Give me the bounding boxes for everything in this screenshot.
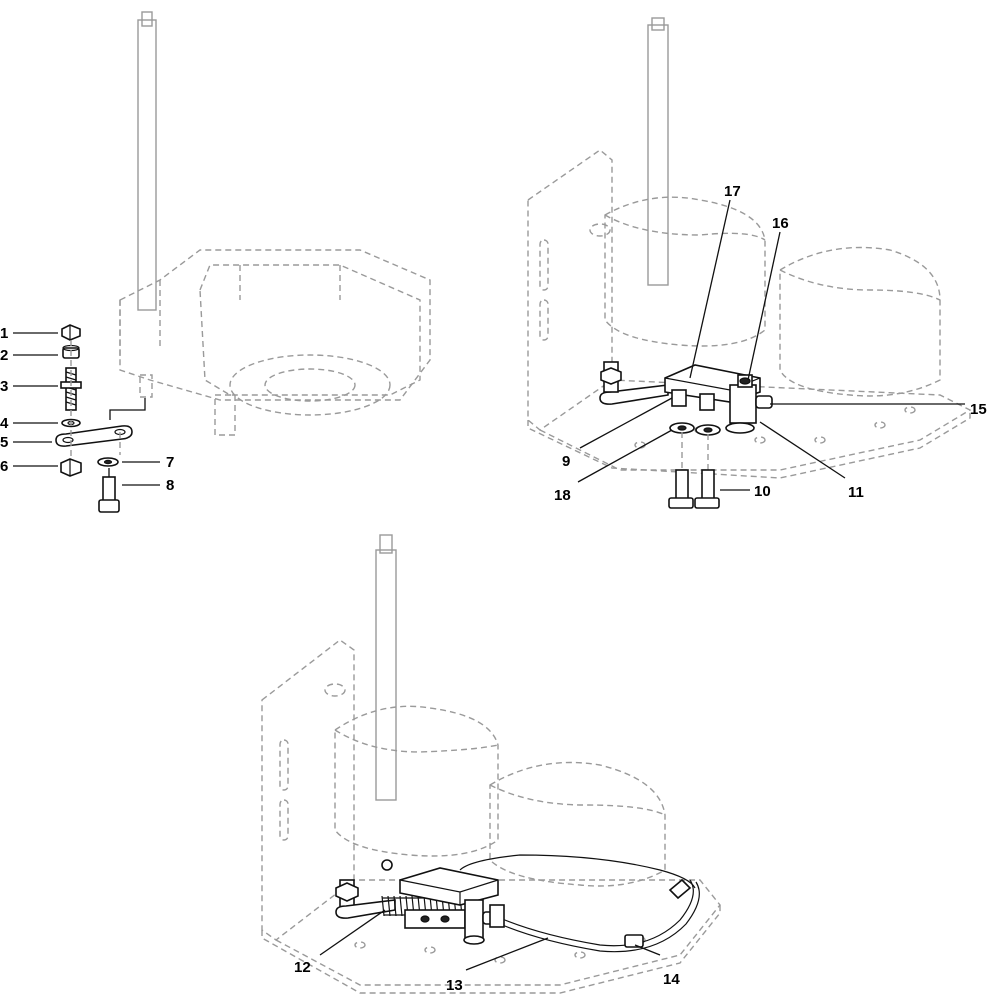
- view-2-bracket-assembly: 17 16 15 11 9 18 10: [527, 17, 987, 509]
- callout-13: 13: [446, 977, 463, 994]
- callout-4: 4: [0, 415, 9, 432]
- view-3-linkage-and-spring: [335, 859, 502, 945]
- view-3-callouts: 12 13 14: [294, 909, 680, 994]
- part-5-lever-arm: [55, 425, 133, 447]
- callout-7: 7: [166, 454, 174, 471]
- callout-3: 3: [0, 378, 8, 395]
- callout-16: 16: [772, 215, 789, 232]
- callout-14: 14: [663, 971, 680, 988]
- callout-2: 2: [0, 347, 8, 364]
- callout-12: 12: [294, 959, 311, 976]
- callout-9: 9: [562, 453, 570, 470]
- view-2-callouts: 17 16 15 11 9 18 10: [554, 183, 987, 504]
- part-6-lock-nut: [60, 458, 82, 477]
- view-3-cable-assembly: 12 13 14: [261, 534, 721, 994]
- part-7-washer: [97, 457, 119, 467]
- part-1-hex-nut: [61, 324, 81, 341]
- callout-15: 15: [970, 401, 987, 418]
- part-8-socket-screw: [98, 468, 120, 513]
- view-2-linkage: [599, 361, 773, 509]
- callout-6: 6: [0, 458, 8, 475]
- callout-8: 8: [166, 477, 174, 494]
- callout-11: 11: [848, 484, 864, 501]
- callout-17: 17: [724, 183, 741, 200]
- view-1-ghost-housing: [109, 11, 431, 436]
- view-1-exploded-parts: 1 2 3 4 5 6 7 8: [0, 11, 431, 513]
- callout-5: 5: [0, 434, 8, 451]
- callout-10: 10: [754, 483, 771, 500]
- view-3-control-cable: [459, 854, 700, 953]
- view-1-callouts: 1 2 3 4 5 6 7 8: [0, 325, 174, 494]
- callout-18: 18: [554, 487, 571, 504]
- callout-1: 1: [0, 325, 8, 342]
